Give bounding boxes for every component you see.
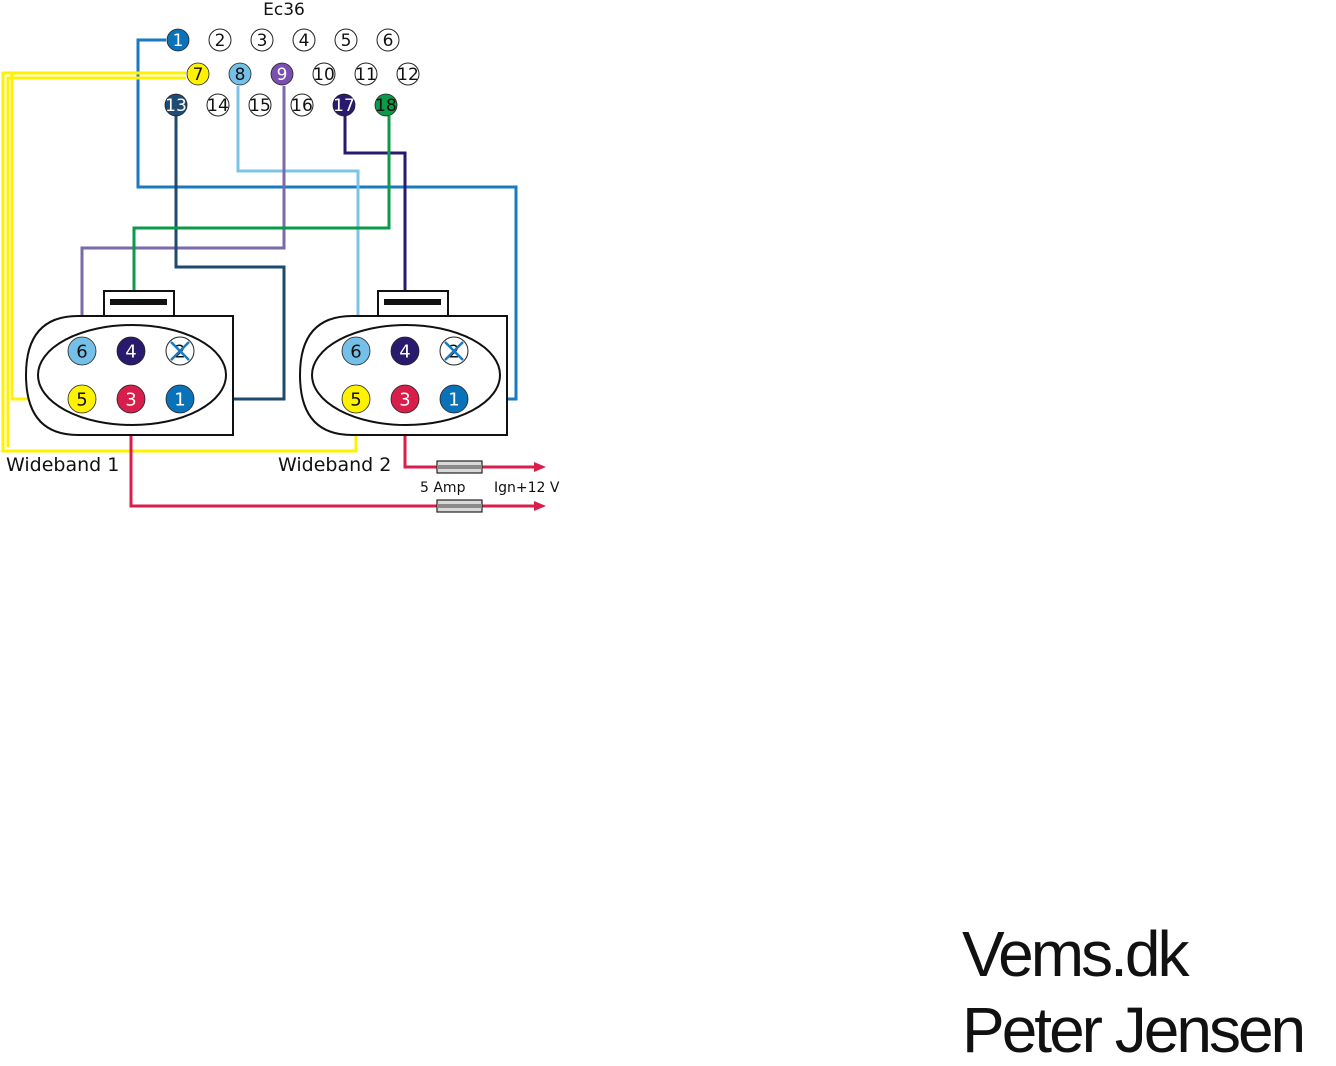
wideband-2-pin-1-label: 1 <box>448 389 459 410</box>
ecu-pin-12: 12 <box>396 62 420 86</box>
ecu-pin-18: 18 <box>374 93 398 117</box>
wideband-1-pin-1: 1 <box>165 384 195 414</box>
ecu-pin-11: 11 <box>354 62 378 86</box>
wire-ecu18-wb1pin4 <box>132 116 391 338</box>
ecu-pin-17: 17 <box>332 93 356 117</box>
arrow-wb2-power <box>534 462 546 472</box>
ecu-pin-15-label: 15 <box>249 96 271 116</box>
wideband-2-pin-2-unused-mark <box>444 341 464 361</box>
fuse-top <box>436 460 483 474</box>
ecu-pin-16: 16 <box>290 93 314 117</box>
wideband-1-pin-4-label: 4 <box>125 341 136 362</box>
ecu-pin-15: 15 <box>248 93 272 117</box>
wideband-2-pin-6: 6 <box>341 336 371 366</box>
ecu-pin-6-label: 6 <box>383 31 394 51</box>
wire-ecu7-outline <box>6 76 186 447</box>
credit-author: Peter Jensen <box>962 994 1306 1066</box>
wideband-1-pin-3-label: 3 <box>125 389 136 410</box>
wideband-1-label: Wideband 1 <box>6 454 119 476</box>
wideband-1-pin-1-label: 1 <box>174 389 185 410</box>
wideband-2-pin-5: 5 <box>341 384 371 414</box>
wideband-1-pin-3: 3 <box>116 384 146 414</box>
wideband-2-pin-4-label: 4 <box>399 341 410 362</box>
ecu-pin-8: 8 <box>228 62 252 86</box>
wire-ecu13-wb1pin1 <box>174 116 286 401</box>
wideband-2-pin-6-label: 6 <box>350 341 361 362</box>
ecu-pin-10: 10 <box>312 62 336 86</box>
ecu-pin-14: 14 <box>206 93 230 117</box>
ecu-pin-3-label: 3 <box>257 31 268 51</box>
ecu-pin-4: 4 <box>292 28 316 52</box>
ecu-pin-13: 13 <box>164 93 188 117</box>
ecu-pin-10-label: 10 <box>313 65 335 85</box>
wire-ecu9-wb1pin6 <box>80 86 286 338</box>
ecu-pin-9: 9 <box>270 62 294 86</box>
ecu-pin-11-label: 11 <box>355 65 377 85</box>
wire-ecu8-wb2pin6 <box>236 86 360 338</box>
wire-wb1pin3-power <box>129 413 540 508</box>
supply-label: Ign+12 V <box>494 480 560 496</box>
wire-ecu7-wb2pin5 <box>1 71 358 453</box>
wideband-2-pin-5-label: 5 <box>350 389 361 410</box>
credit-site: Vems.dk <box>962 918 1189 990</box>
ecu-pin-6: 6 <box>376 28 400 52</box>
ecu-pin-14-label: 14 <box>207 96 229 116</box>
ecu-pin-7-label: 7 <box>193 65 204 85</box>
ecu-pin-5: 5 <box>334 28 358 52</box>
ecu-pin-1: 1 <box>166 28 190 52</box>
ecu-title: Ec36 <box>263 0 305 20</box>
wideband-2-pin-3: 3 <box>390 384 420 414</box>
ecu-pin-8-label: 8 <box>235 65 246 85</box>
ecu-pin-5-label: 5 <box>341 31 352 51</box>
ecu-pin-3: 3 <box>250 28 274 52</box>
wideband-1-pin-4: 4 <box>116 336 146 366</box>
wideband-2-label: Wideband 2 <box>278 454 391 476</box>
wideband-2-pin-2: 2 <box>439 336 469 366</box>
ecu-pin-16-label: 16 <box>291 96 313 116</box>
wideband-2-pin-1: 1 <box>439 384 469 414</box>
fuse-label: 5 Amp <box>420 480 466 496</box>
ecu-pin-2: 2 <box>208 28 232 52</box>
ecu-pin-9-label: 9 <box>277 65 288 85</box>
ecu-pin-17-label: 17 <box>333 96 355 116</box>
wideband-2-pin-3-label: 3 <box>399 389 410 410</box>
wideband-1-pin-5-label: 5 <box>76 389 87 410</box>
wire-ecu17-wb2pin4 <box>343 116 407 338</box>
ecu-pin-7: 7 <box>186 62 210 86</box>
ecu-pin-2-label: 2 <box>215 31 226 51</box>
ecu-pin-13-label: 13 <box>165 96 187 116</box>
wideband-1-pin-2-unused-mark <box>170 341 190 361</box>
wideband-1-pin-6: 6 <box>67 336 97 366</box>
wideband-1-pin-2: 2 <box>165 336 195 366</box>
ecu-pin-12-label: 12 <box>397 65 419 85</box>
ecu-pin-18-label: 18 <box>375 96 397 116</box>
wideband-1-pin-5: 5 <box>67 384 97 414</box>
arrow-wb1-power <box>534 501 546 511</box>
ecu-pin-1-label: 1 <box>173 31 184 51</box>
fuse-bottom <box>436 499 483 513</box>
wideband-1-pin-6-label: 6 <box>76 341 87 362</box>
wideband-2-pin-4: 4 <box>390 336 420 366</box>
ecu-pin-4-label: 4 <box>299 31 310 51</box>
